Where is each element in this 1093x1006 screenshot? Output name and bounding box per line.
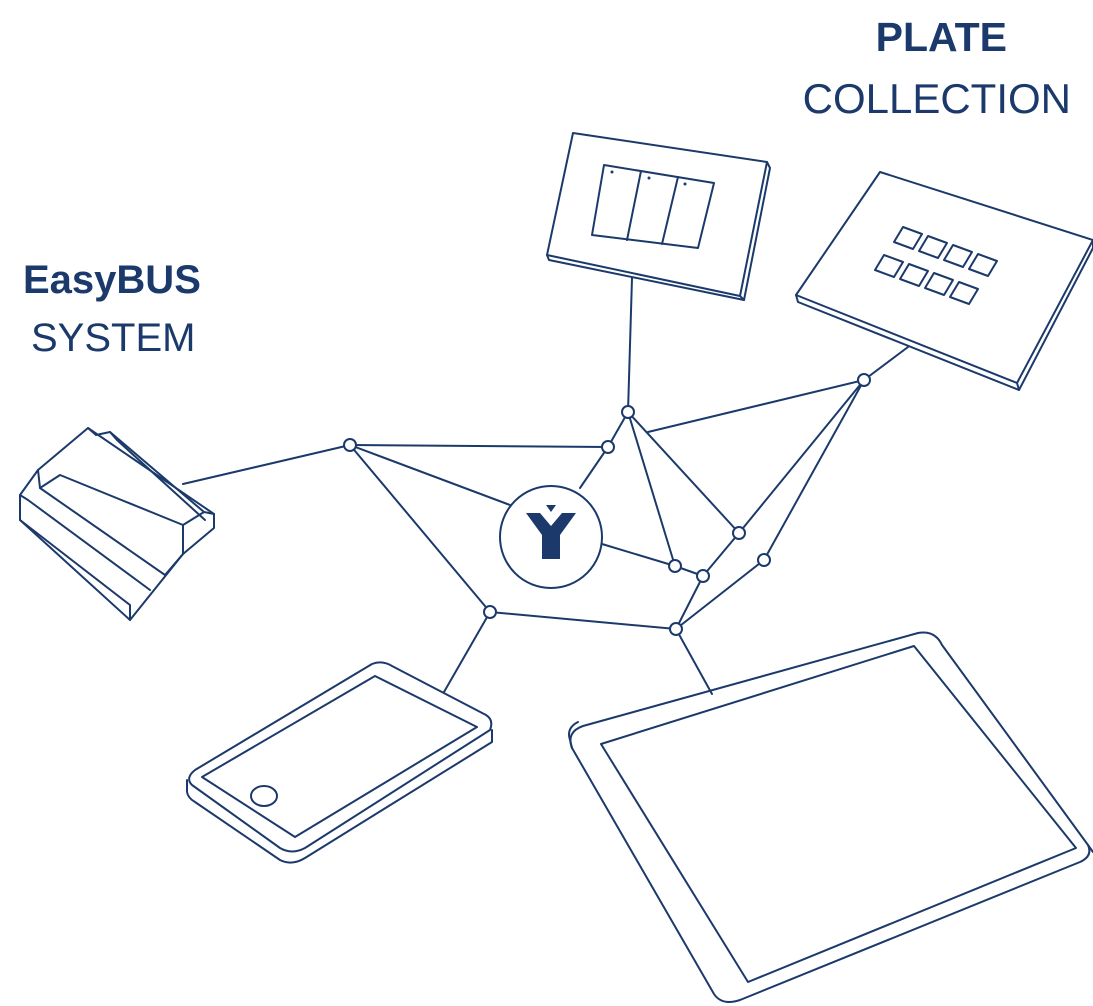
wall-switch-plate-icon xyxy=(546,132,771,301)
network-links xyxy=(182,277,909,695)
keypad-plate-icon xyxy=(795,171,1093,391)
easybus-title: EasyBUS xyxy=(23,258,201,302)
hub-logo-icon xyxy=(499,485,603,589)
link-phone xyxy=(443,611,491,693)
link-switch-plate xyxy=(627,277,633,413)
link-tablet xyxy=(675,628,713,695)
plate-title: PLATE xyxy=(875,14,1007,60)
tablet-icon xyxy=(568,631,1093,1003)
link-keypad-plate xyxy=(863,346,909,381)
plate-subtitle: COLLECTION xyxy=(802,75,1071,122)
din-rail-module-icon xyxy=(19,427,215,621)
network-nodes xyxy=(343,373,871,636)
smartphone-icon xyxy=(186,661,493,864)
link-din-hub xyxy=(182,444,351,485)
easybus-subtitle: SYSTEM xyxy=(31,316,196,360)
